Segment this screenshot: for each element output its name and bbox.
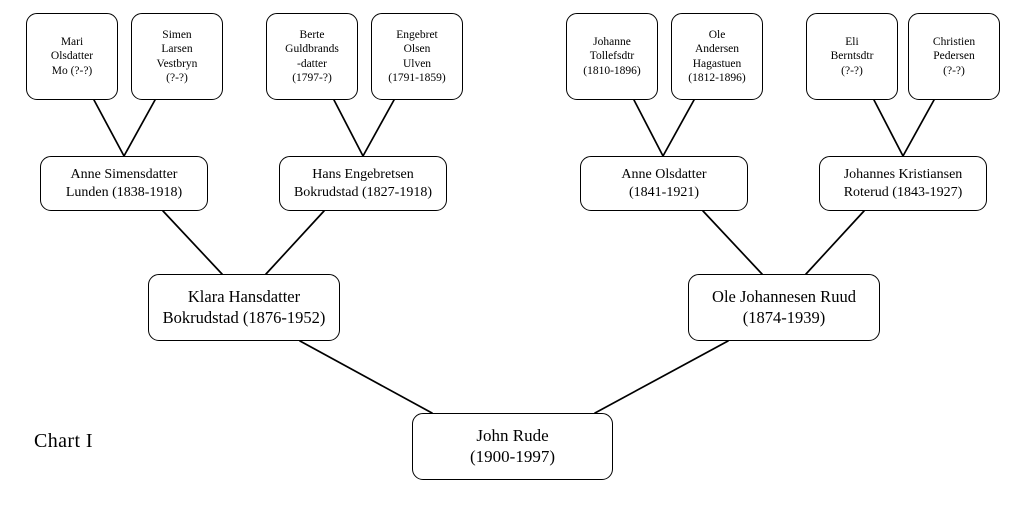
person-name-line: Engebret [396,29,438,42]
person-name-line: Anne Simensdatter [70,167,178,183]
person-node-mari-olsdatter-mo[interactable]: Mari Olsdatter Mo (?-?) [26,13,118,100]
person-name-line: Anne Olsdatter [621,167,707,183]
person-node-berte-guldbrandsdatter[interactable]: Berte Guldbrands -datter (1797-?) [266,13,358,100]
person-dates-line: (1791-1859) [388,71,446,84]
person-name-line: Olsdatter [50,50,94,63]
person-node-eli-berntsdtr[interactable]: Eli Berntsdtr (?-?) [806,13,898,100]
person-dates-line: (1797-?) [292,71,332,84]
person-dates-line: Bokrudstad (1876-1952) [162,307,326,327]
person-dates-line: (?-?) [166,71,188,84]
person-name-line: Simen [162,29,192,42]
person-name-line: Larsen [161,43,193,56]
person-name-line: Johannes Kristiansen [843,167,963,183]
person-name-line: Ole [708,29,726,42]
person-name-line: Christien [932,36,976,49]
person-node-johannes-kristiansen-roterud[interactable]: Johannes Kristiansen Roterud (1843-1927) [819,156,987,211]
connector-mari-to-anne-simensdatter [93,99,125,157]
person-node-klara-hansdatter-bokrudstad[interactable]: Klara Hansdatter Bokrudstad (1876-1952) [148,274,340,341]
person-name-line: Berntsdtr [830,50,874,63]
person-dates-line: (?-?) [943,64,965,77]
connector-klara-to-john-rude [299,340,433,414]
person-dates-line: (1812-1896) [688,71,746,84]
connector-berte-to-hans [333,99,364,157]
connector-engebret-to-hans [362,99,395,157]
person-dates-line: Bokrudstad (1827-1918) [293,184,433,200]
person-name-line: Andersen [694,43,740,56]
person-name-line: -datter [296,57,327,70]
connector-johannes-to-ole-ruud [805,210,865,275]
person-name-line: Johanne [593,36,631,49]
person-name-line: Klara Hansdatter [187,287,301,307]
connector-eli-to-johannes [873,99,904,157]
connector-anne-simensdatter-to-klara [162,210,223,275]
person-name-line: Pedersen [933,50,975,63]
person-name-line: Ole Johannesen Ruud [712,287,856,307]
person-node-christien-pedersen[interactable]: Christien Pedersen (?-?) [908,13,1000,100]
connector-ole-andersen-to-anne-olsdatter [662,99,695,157]
person-dates-line: (1810-1896) [583,64,641,77]
person-node-engebret-olsen-ulven[interactable]: Engebret Olsen Ulven (1791-1859) [371,13,463,100]
person-name-line: Tollefsdtr [589,50,635,63]
person-dates-line: Mo (?-?) [51,64,93,77]
person-node-ole-johannesen-ruud[interactable]: Ole Johannesen Ruud (1874-1939) [688,274,880,341]
connector-johanne-to-anne-olsdatter [633,99,664,157]
person-dates-line: (1841-1921) [629,184,699,200]
person-name-line: Hagastuen [692,57,742,70]
connector-hans-to-klara [265,210,325,275]
person-node-simen-larsen-vestbryn[interactable]: Simen Larsen Vestbryn (?-?) [131,13,223,100]
person-dates-line: (1900-1997) [470,446,555,466]
person-name-line: Mari [60,36,84,49]
person-name-line: Ulven [402,57,432,70]
person-name-line: John Rude [476,425,549,445]
person-name-line: Vestbryn [156,57,198,70]
person-node-john-rude[interactable]: John Rude (1900-1997) [412,413,613,480]
person-node-anne-simensdatter-lunden[interactable]: Anne Simensdatter Lunden (1838-1918) [40,156,208,211]
connector-christien-to-johannes [902,99,935,157]
person-node-hans-engebretsen-bokrudstad[interactable]: Hans Engebretsen Bokrudstad (1827-1918) [279,156,447,211]
person-name-line: Guldbrands [285,43,339,56]
connector-ole-ruud-to-john-rude [594,340,729,414]
person-node-johanne-tollefsdtr[interactable]: Johanne Tollefsdtr (1810-1896) [566,13,658,100]
person-dates-line: Lunden (1838-1918) [65,184,183,200]
person-name-line: Eli [845,36,859,49]
connector-simen-to-anne-simensdatter [123,99,156,157]
person-dates-line: Roterud (1843-1927) [843,184,963,200]
person-dates-line: (1874-1939) [742,307,826,327]
connector-anne-olsdatter-to-ole-ruud [702,210,763,275]
chart-label: Chart I [34,430,93,452]
person-name-line: Olsen [403,43,431,56]
person-node-anne-olsdatter[interactable]: Anne Olsdatter (1841-1921) [580,156,748,211]
person-dates-line: (?-?) [841,64,863,77]
person-name-line: Berte [299,29,325,42]
person-name-line: Hans Engebretsen [312,167,414,183]
person-node-ole-andersen-hagastuen[interactable]: Ole Andersen Hagastuen (1812-1896) [671,13,763,100]
